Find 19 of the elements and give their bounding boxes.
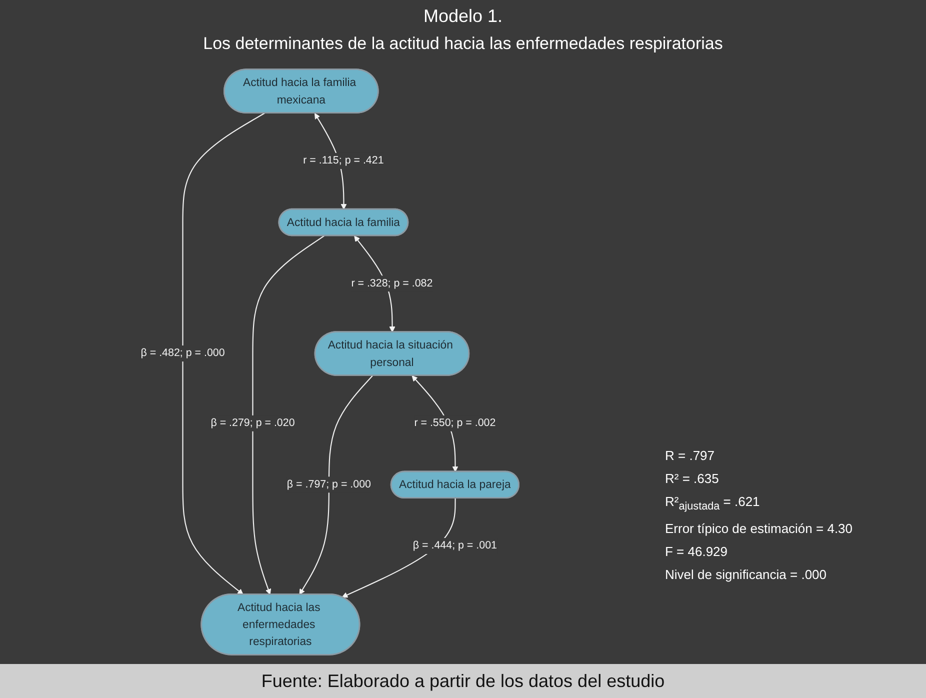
statistic-text: Nivel de significancia = .000: [665, 566, 828, 582]
statistic-text: R = .797: [665, 448, 716, 463]
diagram-subtitle: Los determinantes de la actitud hacia las enfermedades respiratorias: [202, 34, 724, 54]
arrow: [182, 112, 266, 595]
statistic-text: R² = .635: [665, 471, 720, 486]
arrow: [299, 375, 374, 595]
edge-label: β = .279; p = .020: [210, 417, 296, 429]
edge-label: r = .328; p = .082: [351, 278, 433, 289]
edge-label: β = .482; p = .000: [140, 347, 226, 359]
statistic-text: Error típico de estimación = 4.30: [665, 520, 854, 536]
source-caption: Fuente: Elaborado a partir de los datos del estudio: [0, 664, 926, 698]
edge-label: β = .444; p = .001: [413, 540, 498, 552]
edge-label: r = .550; p = .002: [414, 417, 496, 429]
edge-label: r = .115; p = .421: [303, 154, 384, 166]
statistic-text: R²$_{ajustada}$ = .621: [665, 494, 761, 513]
arrow: [252, 235, 325, 595]
statistic-text: F = 46.929: [665, 544, 729, 559]
diagram-title: Modelo 1.: [422, 6, 504, 27]
edge-label: β = .797; p = .000: [287, 478, 372, 490]
